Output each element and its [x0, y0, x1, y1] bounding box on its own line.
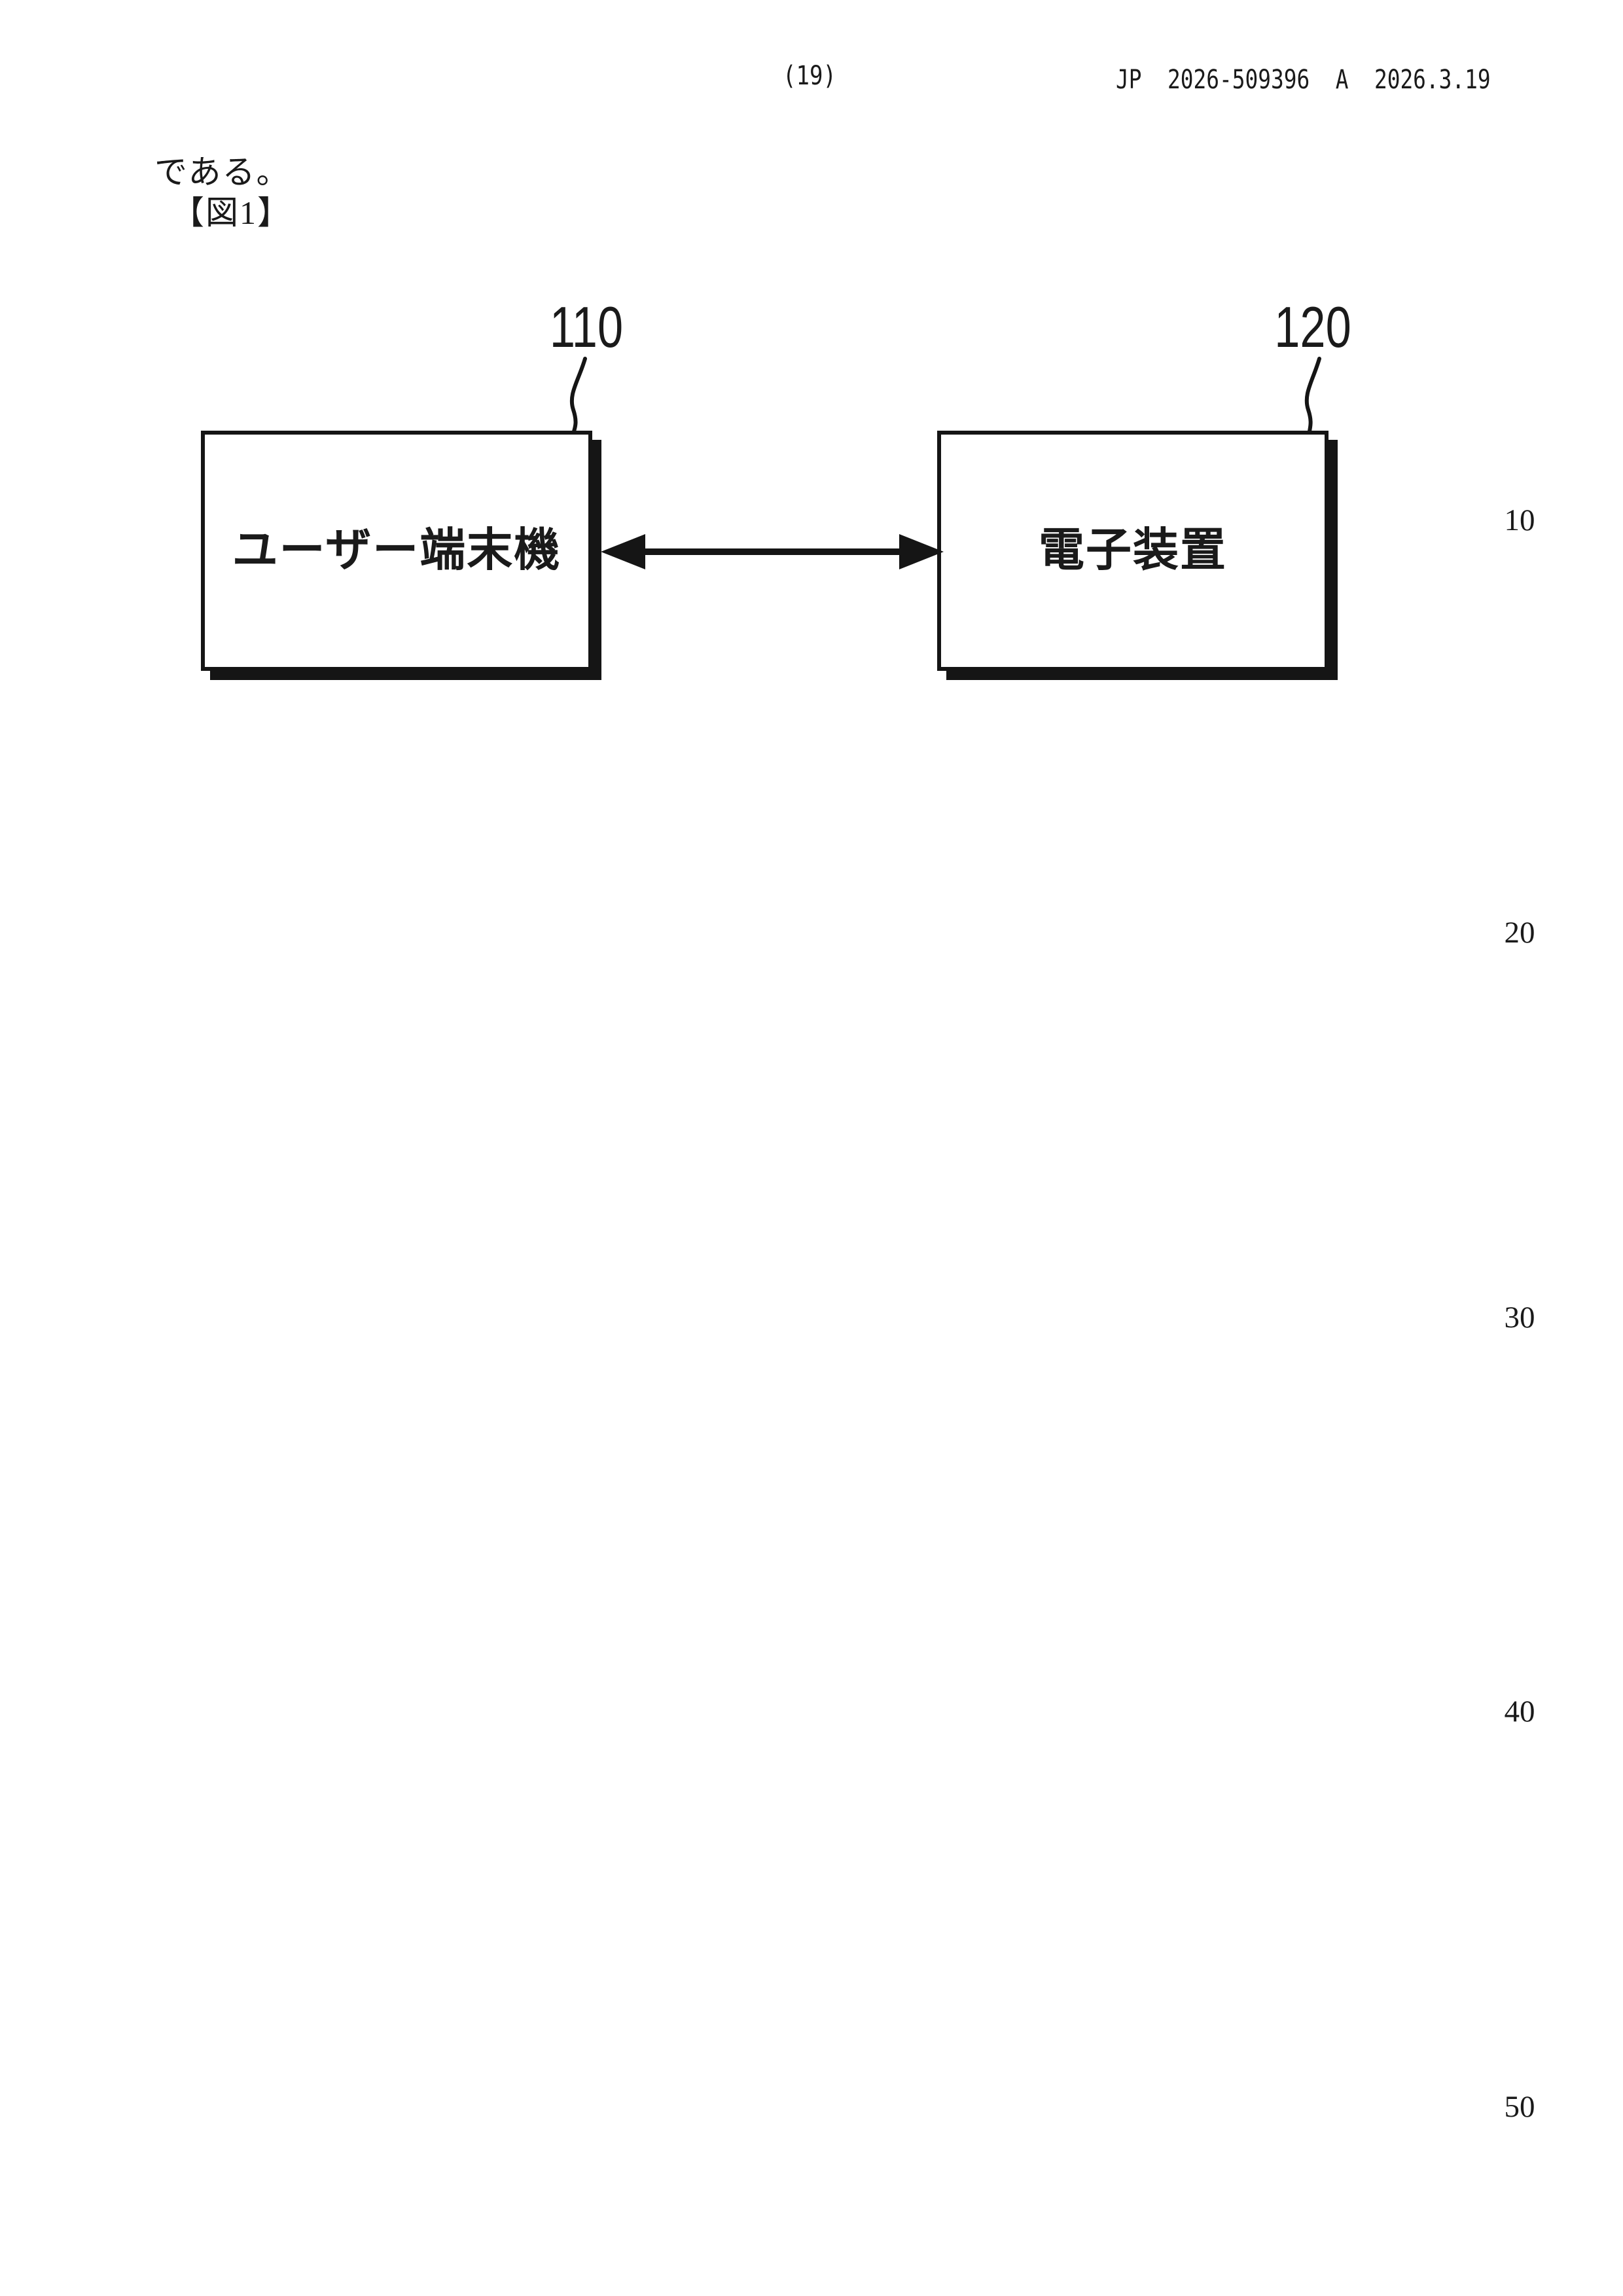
leader-line-120: [1304, 357, 1321, 433]
header-publication-number: JP 2026-509396 A 2026.3.19: [1116, 65, 1491, 95]
margin-line-number: 30: [1504, 1300, 1535, 1335]
body-trailing-text: である。: [154, 154, 291, 190]
diagram-box-electronic-device: 電子装置: [937, 431, 1329, 671]
margin-line-number: 50: [1504, 2090, 1535, 2124]
bidirectional-arrow-icon: [601, 534, 944, 569]
margin-line-number: 40: [1504, 1695, 1535, 1729]
electronic-device-label: 電子装置: [1039, 525, 1227, 576]
reference-numeral-120: 120: [1274, 295, 1351, 359]
header-sheet-number: (19): [783, 61, 836, 91]
user-terminal-label: ユーザー端末機: [232, 525, 562, 576]
reference-numeral-110: 110: [549, 295, 624, 359]
margin-line-number: 10: [1504, 503, 1535, 537]
figure-caption: 【図1】: [171, 194, 291, 231]
diagram-box-user-terminal: ユーザー端末機: [201, 431, 592, 671]
margin-line-number: 20: [1504, 916, 1535, 950]
leader-line-110: [569, 357, 587, 433]
